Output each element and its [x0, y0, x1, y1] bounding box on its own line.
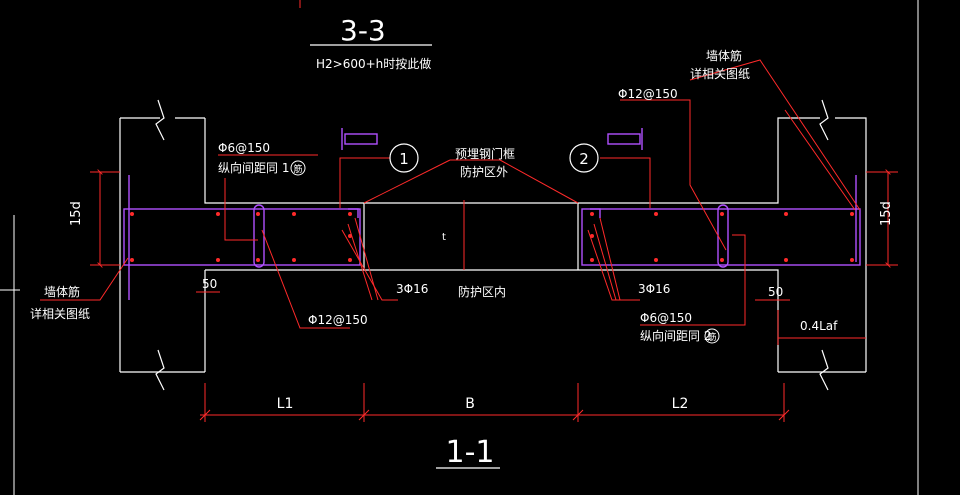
leader-lines	[40, 59, 898, 345]
rebar-dots	[130, 212, 854, 262]
section-title-top: 3-3 H2>600+h时按此做	[310, 14, 432, 71]
dim-15d-left: 15d	[69, 201, 84, 226]
dim-50-left: 50	[202, 277, 217, 291]
section-title-1-1: 1-1	[446, 435, 495, 470]
svg-text:2: 2	[579, 150, 589, 168]
section-outline	[119, 99, 867, 391]
marker-2: 2	[569, 143, 599, 173]
left-stirrup-spec: Φ6@150	[218, 141, 270, 155]
dim-L2: L2	[672, 396, 689, 412]
svg-text:1: 1	[399, 150, 409, 168]
dim-lof: 0.4Laf	[800, 319, 838, 333]
labels: 预埋钢门框 防护区外 防护区内 t Φ6@150 纵向间距同 1 筋 3Φ16 …	[30, 48, 838, 344]
wall-rebar-right-line2: 详相关图纸	[690, 66, 750, 81]
section-title-3-3: 3-3	[340, 14, 386, 47]
dimension-labels: L1 B L2	[277, 396, 689, 412]
section-title-bottom: 1-1	[436, 435, 500, 470]
marker-1: 1	[389, 143, 419, 173]
left-bars-label: 3Φ16	[396, 282, 428, 296]
section-note: H2>600+h时按此做	[316, 56, 431, 71]
inside-protection-label: 防护区内	[458, 284, 506, 299]
right-rebar-cage	[581, 208, 861, 266]
dim-L1: L1	[277, 396, 294, 412]
wall-rebar-left-line1: 墙体筋	[44, 284, 80, 299]
right-top-bar-label: Φ12@150	[618, 87, 678, 101]
centre-mark: t	[442, 232, 446, 243]
right-stirrup-circle: 筋	[707, 331, 716, 343]
embedded-frame-label: 预埋钢门框	[455, 146, 515, 161]
wall-rebar-right-line1: 墙体筋	[706, 48, 742, 63]
left-stirrup-note: 纵向间距同 1	[218, 160, 289, 175]
outside-protection-label: 防护区外	[460, 164, 508, 179]
left-rebar-cage	[123, 208, 361, 266]
left-stirrup-circle: 筋	[293, 163, 302, 175]
wall-rebar-left-line2: 详相关图纸	[30, 306, 90, 321]
right-stirrup-spec: Φ6@150	[640, 311, 692, 325]
right-bars-label: 3Φ16	[638, 282, 670, 296]
right-stirrup-note: 纵向间距同 2	[640, 328, 711, 343]
dim-50-right: 50	[768, 285, 783, 299]
dim-15d-right: 15d	[879, 201, 894, 226]
dim-B: B	[465, 396, 475, 412]
dimension-chain	[199, 383, 790, 422]
left-bottom-bar-label: Φ12@150	[308, 313, 368, 327]
